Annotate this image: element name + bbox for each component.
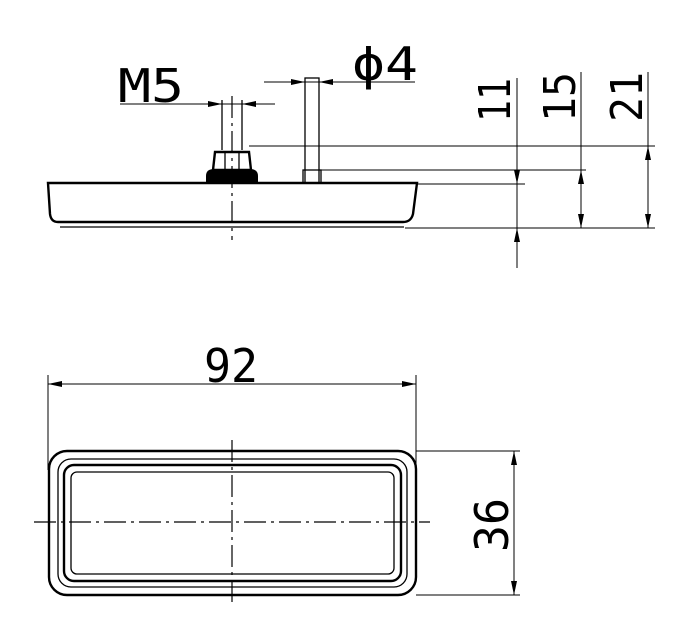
dim21-arrow-bottom bbox=[645, 214, 651, 228]
m5-arrow-right bbox=[242, 101, 256, 107]
dim21-arrow-top bbox=[645, 146, 651, 160]
dim92-arrow-left bbox=[48, 381, 62, 387]
dim-label-m5: M5 bbox=[118, 59, 184, 113]
phi4-arrow-left bbox=[291, 79, 305, 85]
dim92-arrow-right bbox=[402, 381, 416, 387]
dim11-arrow-top bbox=[514, 170, 520, 184]
dim-label-phi4: ϕ4 bbox=[352, 37, 418, 91]
top-view: 92 36 bbox=[34, 339, 520, 606]
phi4-arrow-right bbox=[319, 79, 333, 85]
m5-arrow-left bbox=[208, 101, 222, 107]
dim-label-21: 21 bbox=[602, 72, 653, 122]
pin-base bbox=[302, 169, 322, 184]
dim15-arrow-top bbox=[578, 170, 584, 184]
washer bbox=[206, 169, 258, 183]
dim11-arrow-bottom bbox=[514, 228, 520, 242]
dim36-arrow-top bbox=[511, 451, 517, 465]
dim36-arrow-bottom bbox=[511, 581, 517, 595]
side-view: M5 ϕ4 11 15 21 bbox=[46, 37, 655, 268]
base-pad-profile bbox=[46, 181, 419, 224]
dim-label-15: 15 bbox=[535, 72, 586, 122]
dim-label-92: 92 bbox=[204, 339, 258, 393]
dim-label-36: 36 bbox=[465, 498, 519, 552]
dim-label-11: 11 bbox=[470, 78, 521, 122]
pin bbox=[304, 77, 320, 184]
dim15-arrow-bottom bbox=[578, 214, 584, 228]
